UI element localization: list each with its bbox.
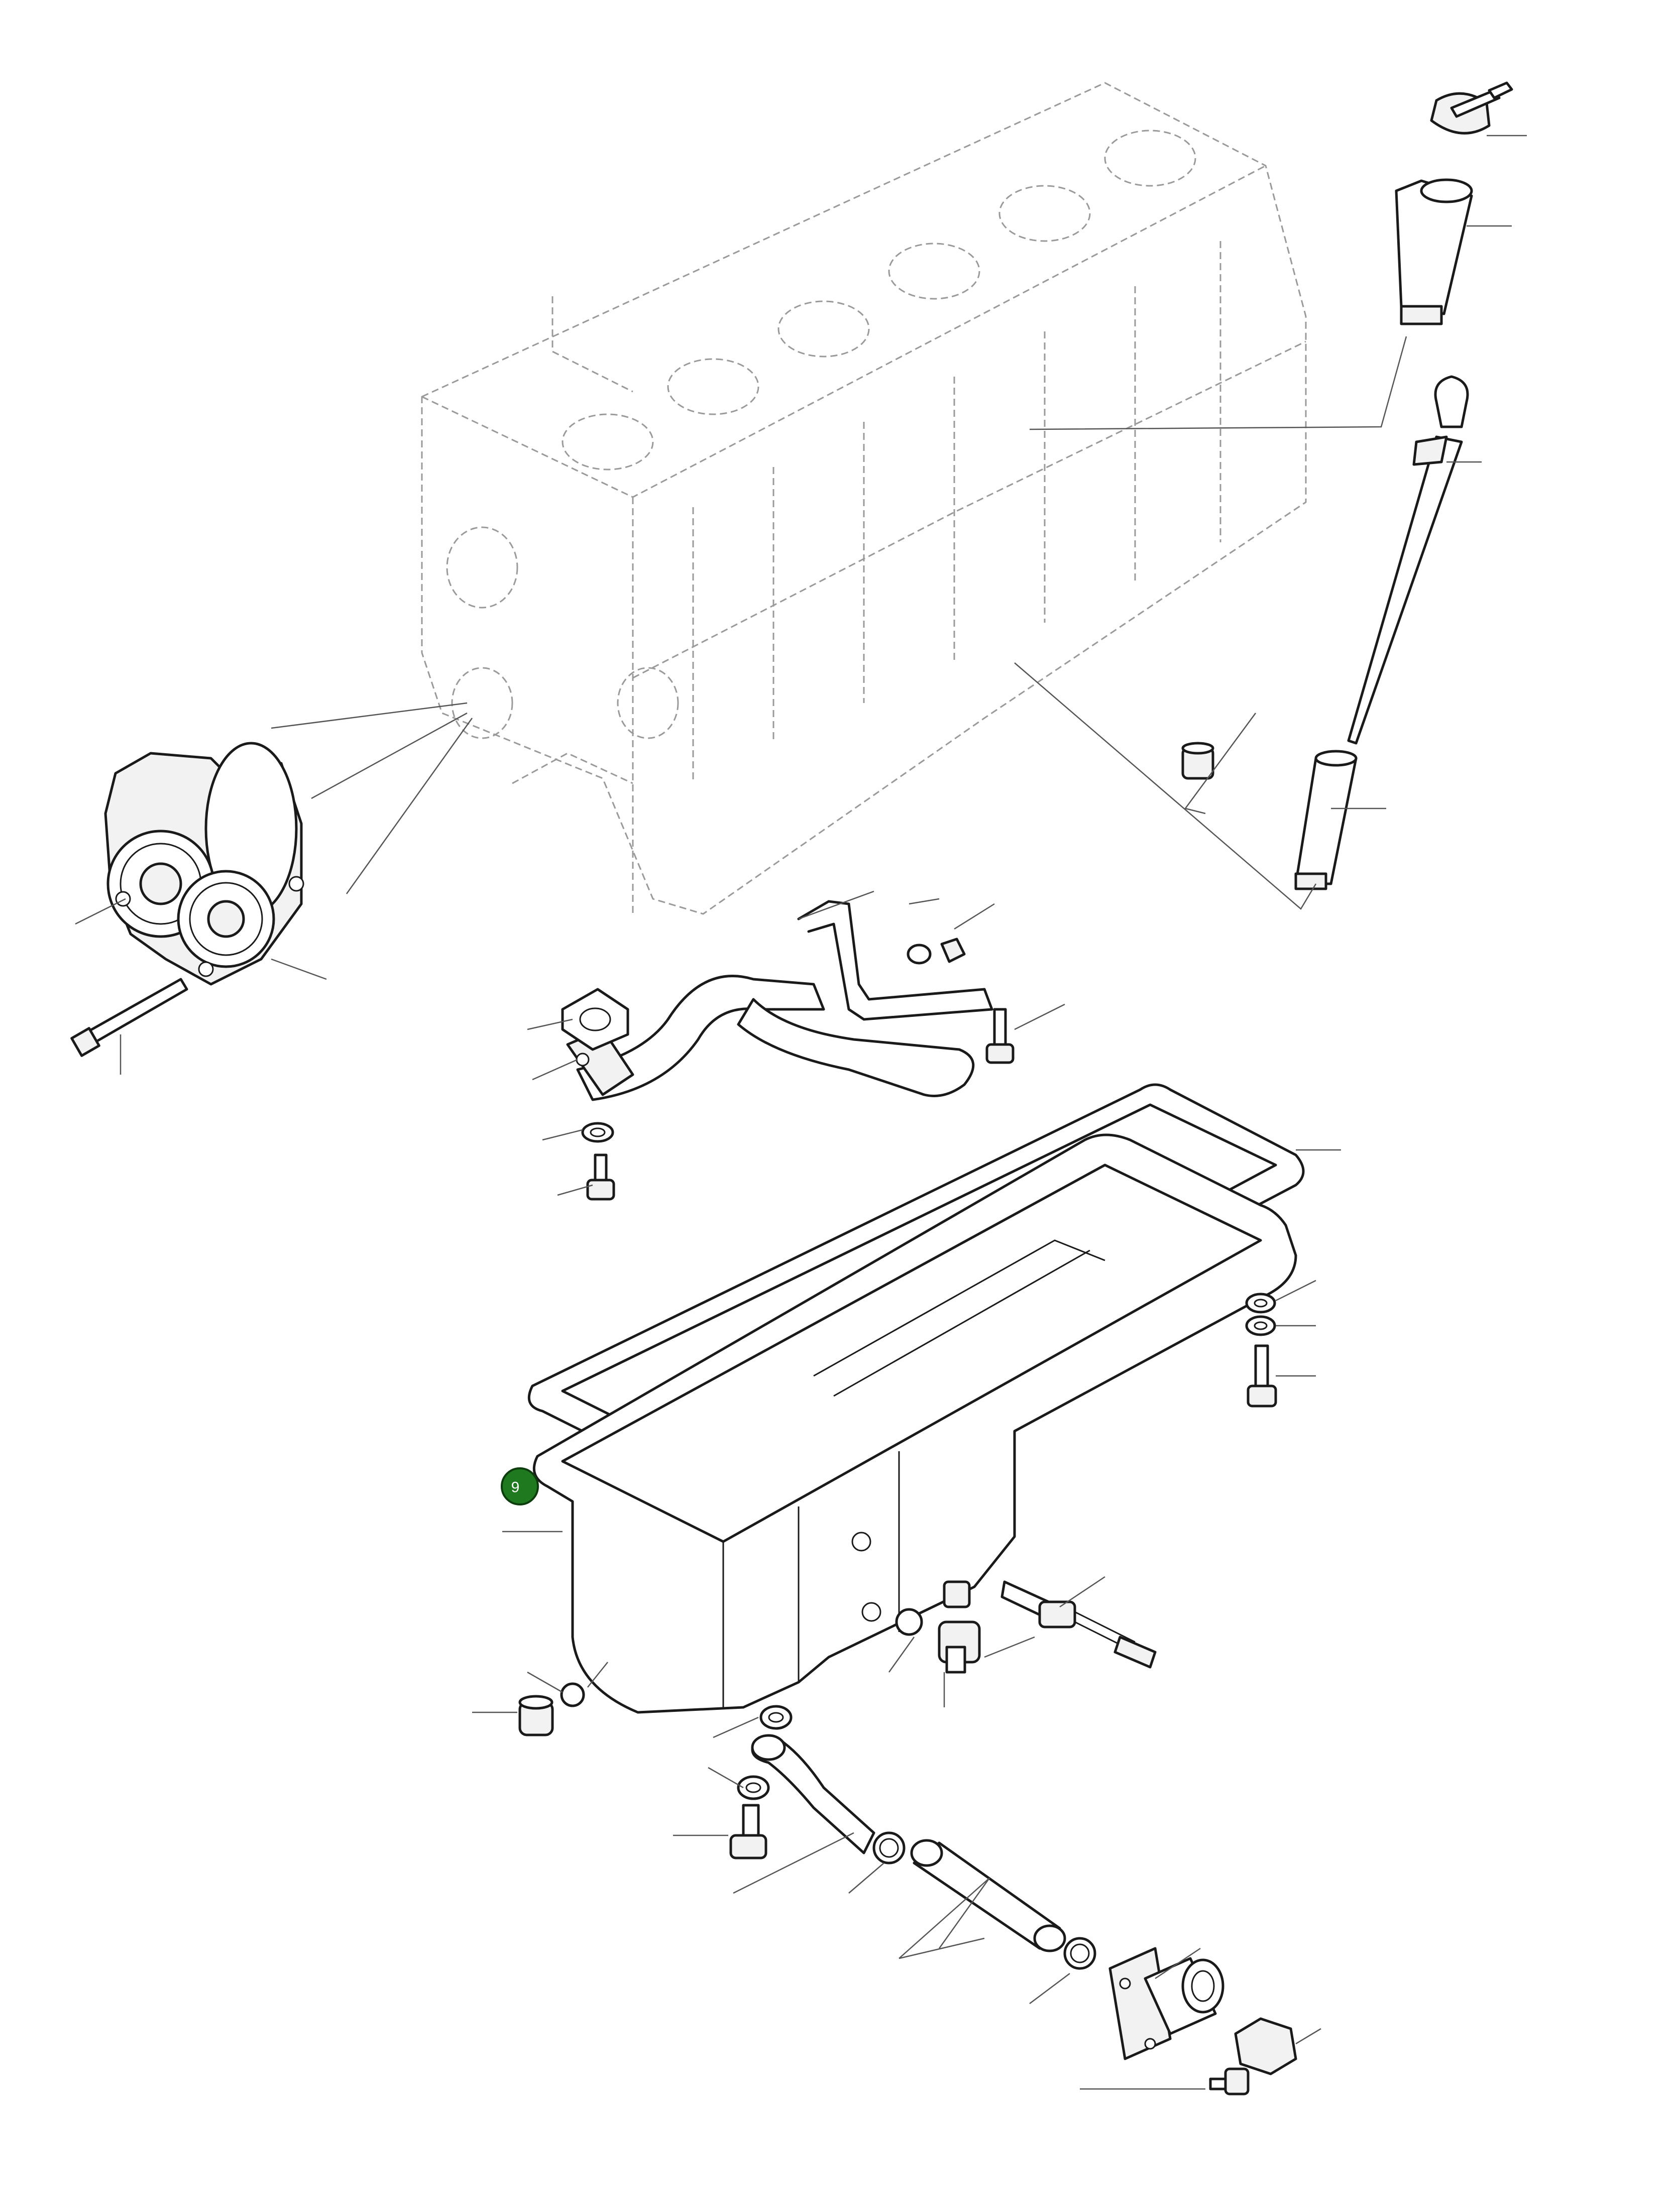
engine-block-outline — [421, 82, 1307, 915]
oil-level-sensor — [1000, 1580, 1157, 1669]
banjo-bolt — [729, 1804, 767, 1859]
support-bracket — [797, 900, 993, 1021]
plug-small — [1181, 742, 1214, 780]
drain-plug-small — [943, 1580, 971, 1608]
suction-pipe — [566, 975, 975, 1101]
pump-bolt — [70, 978, 188, 1057]
drain-plug-ring — [895, 1608, 923, 1636]
adapter-bolt — [1209, 2067, 1250, 2095]
suction-gasket — [561, 988, 629, 1051]
leader-lines — [75, 135, 1527, 2090]
suction-bolt — [586, 1153, 615, 1201]
breather-adapter — [1108, 1947, 1224, 2060]
hose — [910, 1839, 1066, 1952]
drain-plug — [938, 1620, 981, 1674]
hose-clamp-lower — [1063, 1937, 1096, 1970]
drain-ring-left — [560, 1682, 585, 1707]
suction-washer — [581, 1122, 614, 1143]
hose-clamp-upper — [872, 1831, 906, 1865]
dipstick-guide-tube-lower — [1294, 750, 1358, 890]
bracket-bolt — [985, 1008, 1015, 1064]
dipstick — [1347, 375, 1469, 745]
hex-plug — [1234, 2017, 1297, 2075]
washer-right-2 — [1245, 1315, 1276, 1336]
dipstick-guide-tube-upper — [1395, 178, 1473, 325]
sump-bolt — [1247, 1344, 1277, 1408]
callout-9-label: 9 — [511, 1479, 520, 1496]
washer-right-1 — [1245, 1293, 1276, 1314]
drain-plug-left — [518, 1695, 554, 1736]
return-pipe — [751, 1734, 875, 1854]
banjo-washer-upper — [759, 1705, 793, 1730]
callout-9[interactable]: 9 — [501, 1467, 539, 1505]
oil-pump-assembly — [104, 742, 304, 986]
dipstick-cap — [1430, 81, 1513, 135]
banjo-washer-lower — [737, 1775, 770, 1800]
callout-9-badge[interactable] — [501, 1467, 539, 1505]
